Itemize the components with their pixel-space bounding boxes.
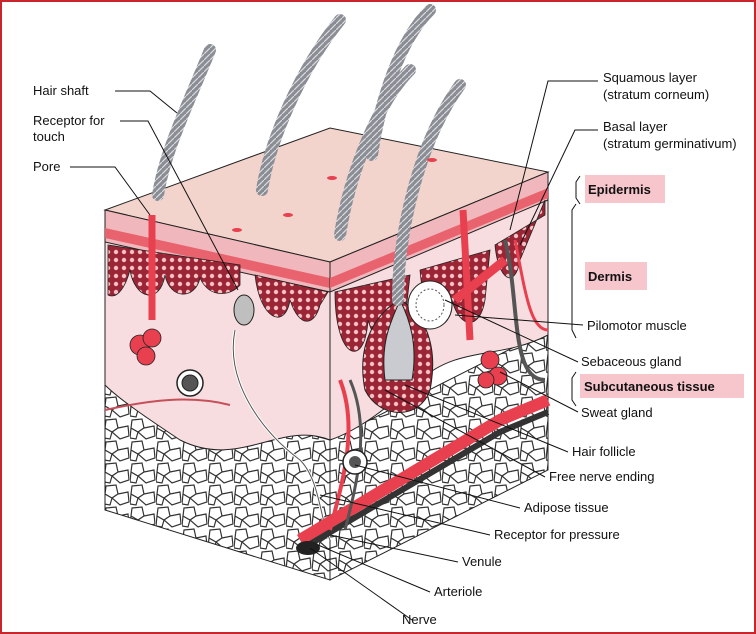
label-pilomotor: Pilomotor muscle [587, 318, 687, 333]
label-free-nerve: Free nerve ending [549, 469, 655, 484]
label-nerve: Nerve [402, 612, 437, 627]
label-receptor-pressure: Receptor for pressure [494, 527, 620, 542]
label-hair-follicle: Hair follicle [572, 444, 636, 459]
label-receptor-touch-line1: Receptor for [33, 113, 105, 128]
label-basal-line1: Basal layer [603, 119, 668, 134]
label-pore: Pore [33, 159, 60, 174]
label-arteriole: Arteriole [434, 584, 482, 599]
label-squamous-line2: (stratum corneum) [603, 87, 709, 102]
layer-brackets [572, 176, 580, 406]
label-receptor-touch-line2: touch [33, 129, 65, 144]
label-dermis: Dermis [588, 269, 632, 284]
label-basal-line2: (stratum germinativum) [603, 136, 737, 151]
label-venule: Venule [462, 554, 502, 569]
label-hair-shaft: Hair shaft [33, 83, 89, 98]
label-sweat-gland: Sweat gland [581, 405, 653, 420]
label-epidermis: Epidermis [588, 182, 651, 197]
label-adipose: Adipose tissue [524, 500, 609, 515]
label-squamous-line1: Squamous layer [603, 70, 698, 85]
label-subcutaneous: Subcutaneous tissue [584, 379, 715, 394]
label-sebaceous: Sebaceous gland [581, 354, 681, 369]
